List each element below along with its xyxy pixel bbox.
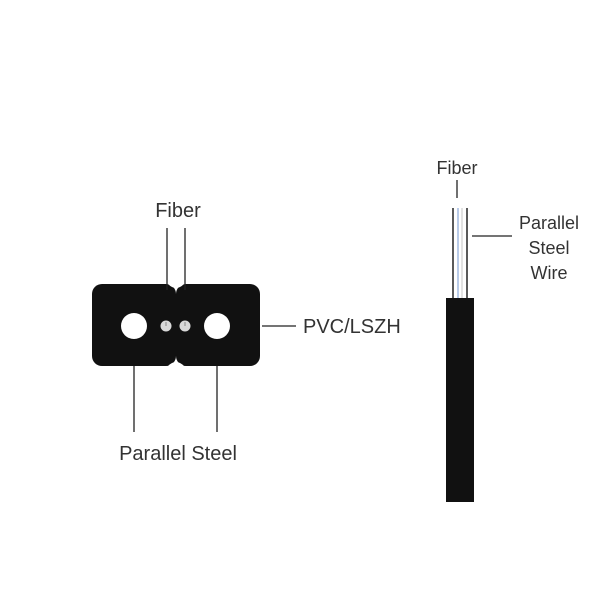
side-wire-label-line3: Wire [531,263,568,283]
side-wire-label-line2: Steel [528,238,569,258]
steel-member-left [121,313,147,339]
cable-side-view [446,208,474,502]
cable-jacket [446,298,474,502]
side-wire-label-line1: Parallel [519,213,579,233]
fiber-label: Fiber [155,200,201,222]
cross-section-leaders [133,228,296,432]
parallel-steel-label: Parallel Steel [119,443,237,465]
sheath-notch-bottom [168,362,184,366]
side-view-leaders [456,180,512,237]
sheath-label: PVC/LSZH [303,316,401,338]
sheath-notch-top [168,284,184,288]
steel-member-right [204,313,230,339]
cable-cross-section [92,284,260,366]
side-fiber-label: Fiber [436,158,477,178]
